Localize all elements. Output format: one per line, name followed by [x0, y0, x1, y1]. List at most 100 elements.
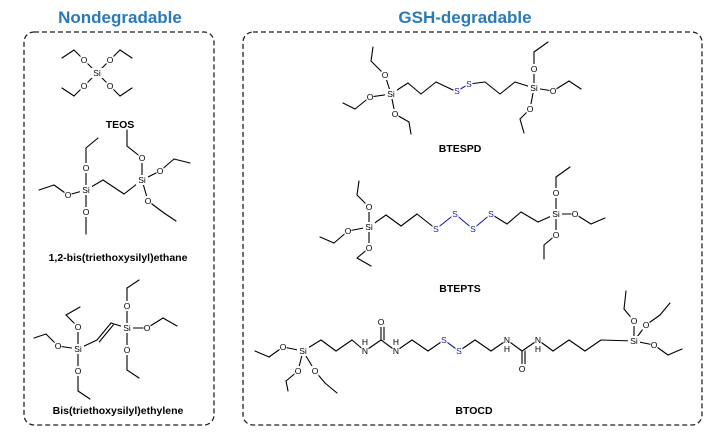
oxygen-atom: O [651, 340, 658, 350]
silicon-atom: Si [82, 185, 90, 195]
bond-line [254, 350, 270, 358]
atom-mask [143, 323, 151, 333]
bond-line [552, 339, 570, 352]
atom-mask [138, 153, 146, 163]
atom-mask [361, 337, 369, 347]
sulfur-atom: S [466, 79, 472, 89]
sulfur-atom: S [452, 209, 458, 219]
oxygen-atom: O [139, 153, 146, 163]
sulfur-atom: S [433, 224, 439, 234]
oxygen-atom: O [295, 366, 302, 376]
nitrogen-atom: N [362, 346, 368, 356]
hydrogen-atom: H [393, 337, 399, 347]
bond-line [119, 87, 133, 97]
atom-mask [552, 188, 560, 198]
bond-line [568, 80, 582, 90]
bond-line [408, 121, 412, 135]
atom-mask [381, 70, 389, 80]
btespd-label: BTESPD [439, 143, 482, 155]
oxygen-atom: O [65, 190, 72, 200]
bond-line [435, 81, 454, 91]
bond-line [356, 257, 372, 267]
atom-mask [156, 166, 164, 176]
bond-line [385, 214, 402, 227]
atom-mask [74, 322, 82, 332]
bond-line [400, 213, 418, 227]
atom-mask [144, 196, 152, 206]
atom-mask [465, 79, 473, 89]
atom-mask [64, 190, 72, 200]
atom-mask [530, 64, 538, 74]
silicon-atom: Si [74, 344, 82, 354]
atom-mask [123, 301, 131, 311]
hydrogen-atom: H [504, 344, 510, 354]
oxygen-atom: O [366, 243, 373, 253]
oxygen-atom: O [81, 55, 88, 65]
bond-line [533, 41, 549, 53]
atom-mask [630, 316, 638, 326]
silicon-atom: Si [552, 209, 560, 219]
bond-line [38, 184, 55, 191]
atom-mask [526, 104, 534, 114]
atom-mask [487, 209, 495, 219]
oxygen-atom: O [631, 316, 638, 326]
oxygen-atom: O [81, 81, 88, 91]
bond-line [370, 46, 374, 62]
atom-mask [642, 320, 650, 330]
oxygen-atom: O [107, 81, 114, 91]
atom-mask [361, 346, 369, 356]
atom-mask [311, 366, 319, 376]
oxygen-atom: O [367, 92, 374, 102]
silicon-atom: Si [123, 323, 131, 333]
bond-line [61, 49, 75, 59]
oxygen-atom: O [553, 230, 560, 240]
hydrogen-atom: H [535, 344, 541, 354]
atom-mask [365, 202, 373, 212]
btocd-label: BTOCD [455, 405, 493, 417]
oxygen-atom: O [392, 109, 399, 119]
bond-line [420, 81, 437, 95]
bond-line [484, 81, 501, 95]
bond-line [61, 87, 75, 97]
atom-mask [518, 364, 526, 374]
bond-line [119, 49, 133, 59]
oxygen-atom: O [572, 209, 579, 219]
atom-mask [80, 81, 88, 91]
bond-line [342, 102, 356, 110]
atom-mask [453, 86, 461, 96]
atom-mask [534, 344, 542, 354]
atom-mask [469, 224, 477, 234]
atom-mask [440, 335, 448, 345]
atom-mask [528, 83, 540, 93]
silicon-atom: Si [299, 346, 307, 356]
bis-triethoxysilyl-ethylene-label: Bis(triethoxysilyl)ethylene [53, 405, 184, 417]
nitrogen-atom: N [393, 346, 399, 356]
teos-label: TEOS [106, 119, 135, 131]
atom-mask [455, 346, 463, 356]
atom-mask [534, 335, 542, 345]
bond-line [506, 211, 522, 225]
atom-mask [54, 341, 62, 351]
bond-line [102, 179, 125, 195]
sulfur-atom: S [454, 86, 460, 96]
atom-mask [550, 209, 562, 219]
silicon-atom: Si [387, 89, 395, 99]
oxygen-atom: O [83, 163, 90, 173]
atom-mask [552, 230, 560, 240]
atom-mask [363, 222, 375, 232]
atom-mask [377, 317, 385, 327]
silicon-atom: Si [365, 222, 373, 232]
sulfur-atom: S [488, 209, 494, 219]
bond-line [584, 339, 602, 352]
atom-mask [391, 109, 399, 119]
oxygen-atom: O [553, 188, 560, 198]
sulfur-atom: S [441, 335, 447, 345]
atom-mask [82, 163, 90, 173]
bond-line [667, 348, 683, 356]
atom-mask [365, 243, 373, 253]
atom-mask [279, 342, 287, 352]
